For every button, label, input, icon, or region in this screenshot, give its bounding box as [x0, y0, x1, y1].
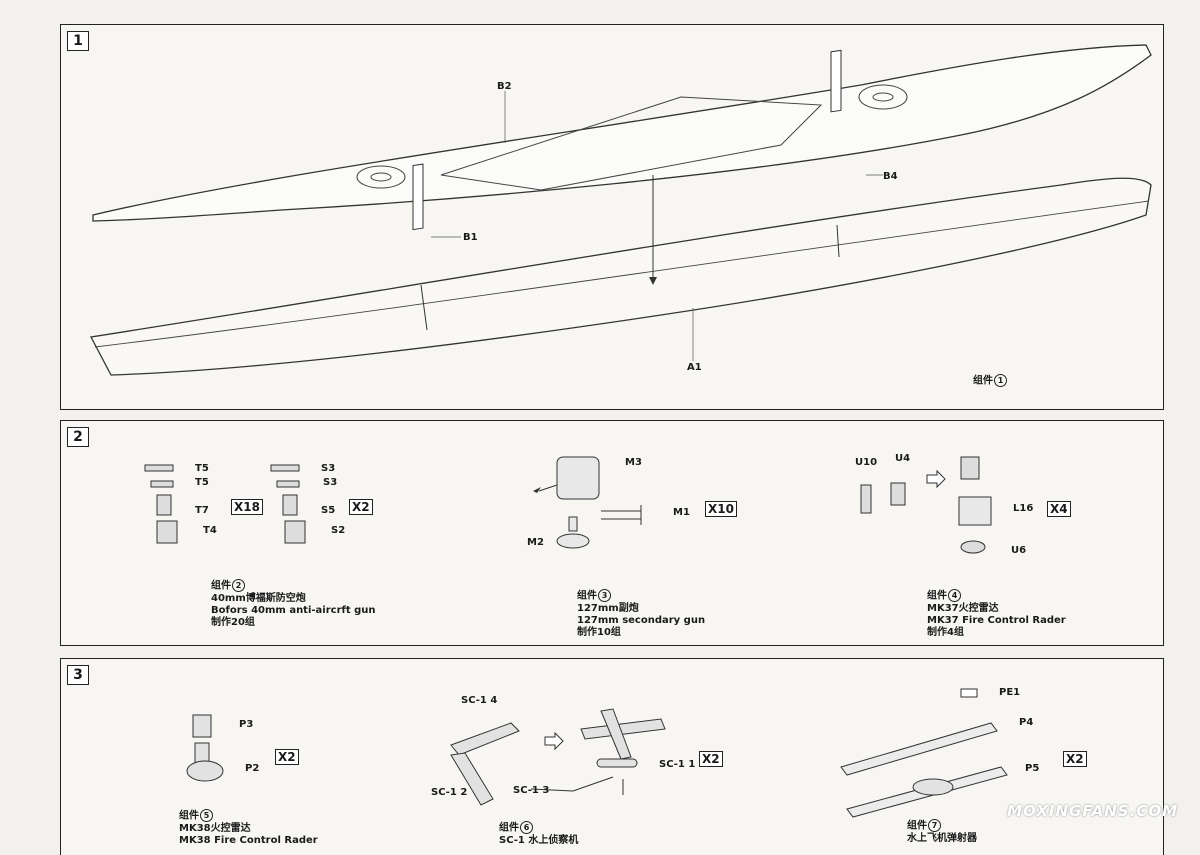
label-sc1-2: SC-1 2: [431, 787, 468, 798]
label-t4: T4: [203, 525, 217, 536]
multiplier-x2-mk38: X2: [275, 749, 299, 765]
label-t5-b: T5: [195, 477, 209, 488]
label-s5: S5: [321, 505, 336, 516]
label-b1: B1: [463, 232, 478, 243]
label-s2: S2: [331, 525, 346, 536]
multiplier-x2-sc1: X2: [699, 751, 723, 767]
label-p2: P2: [245, 763, 260, 774]
label-a1: A1: [687, 362, 702, 373]
label-p3: P3: [239, 719, 254, 730]
step-3-diagram: [186, 688, 1008, 818]
label-p4: P4: [1019, 717, 1034, 728]
group-label: 组件: [973, 375, 993, 387]
label-sc1-1: SC-1 1: [659, 759, 696, 770]
multiplier-x10: X10: [705, 501, 737, 517]
label-sc1-3: SC-1 3: [513, 785, 550, 796]
group-number: 1: [994, 374, 1007, 387]
label-pe1: PE1: [999, 687, 1021, 698]
step-2-number: 2: [67, 427, 89, 447]
label-m3: M3: [625, 457, 642, 468]
watermark: MOXINGFANS.COM: [1007, 802, 1178, 820]
label-u4: U4: [895, 453, 911, 464]
step-3-panel: 3: [60, 658, 1164, 855]
multiplier-x2: X2: [349, 499, 373, 515]
label-u10: U10: [855, 457, 878, 468]
multiplier-x2-cat: X2: [1063, 751, 1087, 767]
hull-deck-diagram: [90, 44, 1152, 376]
label-p5: P5: [1025, 763, 1040, 774]
label-u6: U6: [1011, 545, 1027, 556]
label-m1: M1: [673, 507, 690, 518]
label-b4: B4: [883, 171, 898, 182]
label-l16: L16: [1013, 503, 1034, 514]
step-1-number: 1: [67, 31, 89, 51]
step-2-panel: 2 T5 T: [60, 420, 1164, 646]
multiplier-x4: X4: [1047, 501, 1071, 517]
step-3-number: 3: [67, 665, 89, 685]
label-m2: M2: [527, 537, 544, 548]
label-s3-a: S3: [321, 463, 336, 474]
step-2-diagram: [144, 456, 992, 554]
step-1-panel: 1 B2 B4 B1 A1: [60, 24, 1164, 410]
label-t7: T7: [195, 505, 209, 516]
label-s3-b: S3: [323, 477, 338, 488]
multiplier-x18: X18: [231, 499, 263, 515]
label-t5-a: T5: [195, 463, 209, 474]
label-sc1-4: SC-1 4: [461, 695, 498, 706]
label-b2: B2: [497, 81, 512, 92]
